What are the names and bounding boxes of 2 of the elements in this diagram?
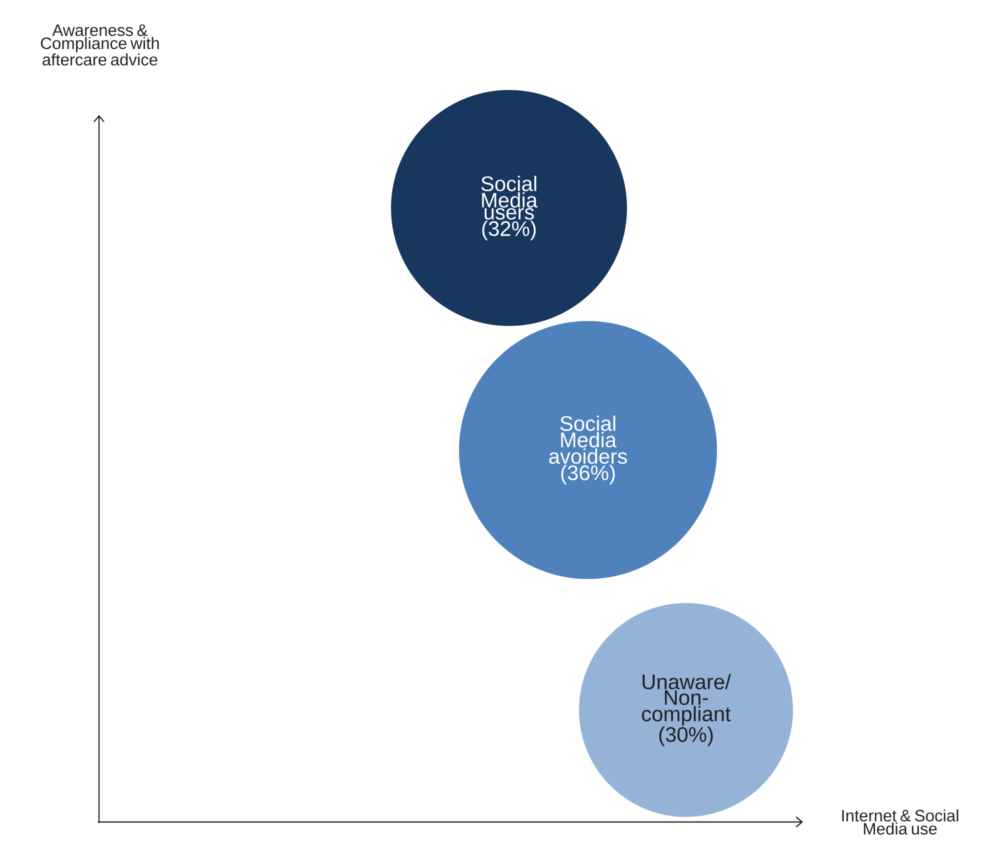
axis-title: Awareness & Compliance with aftercare advice [40,24,159,66]
axis-title: Internet & Social Media use [842,809,958,835]
